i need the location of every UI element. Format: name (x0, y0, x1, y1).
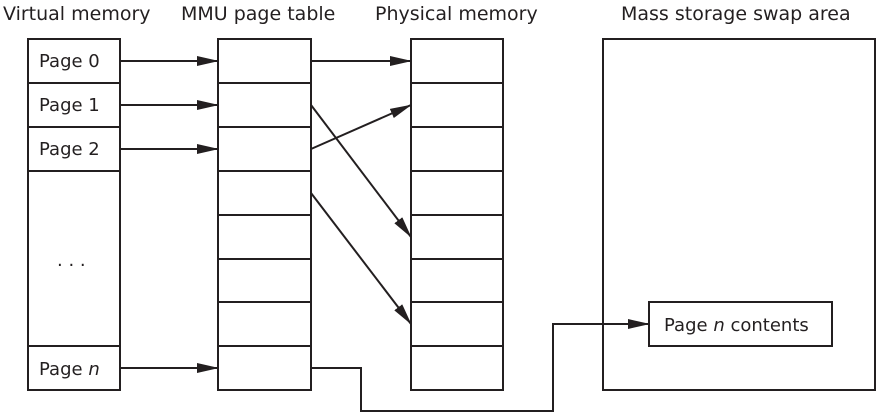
virtual-memory-outline (27, 38, 121, 391)
arrow-table1-to-frame4 (310, 104, 412, 238)
swap-contents-prefix: Page (664, 315, 713, 336)
arrow-tablen-to-swap (311, 319, 650, 412)
swap-contents-suffix: contents (725, 315, 809, 336)
page-table-heading: MMU page table (181, 3, 335, 25)
virtual-memory-heading: Virtual memory (3, 3, 151, 25)
virtual-page-2-label: Page 2 (39, 139, 100, 160)
virtual-page-1-label: Page 1 (39, 95, 100, 116)
swap-contents-variable: n (713, 315, 724, 336)
arrow-table2-to-frame1 (310, 104, 412, 150)
virtual-page-0-label: Page 0 (39, 51, 100, 72)
arrow-table3-to-frame6 (310, 192, 412, 325)
virtual-page-n-label: Page n (39, 359, 100, 380)
swap-area: Page n contents (602, 38, 876, 391)
physical-memory-column (410, 38, 504, 391)
swap-area-heading: Mass storage swap area (621, 3, 851, 25)
physical-memory-heading: Physical memory (375, 3, 538, 25)
virtual-pages-ellipsis: . . . (57, 250, 86, 271)
page-n-variable: n (88, 359, 99, 380)
swap-page-n-box (648, 301, 833, 347)
virtual-memory-column: Page 0 Page 1 Page 2 . . . Page n (27, 38, 121, 391)
page-n-prefix: Page (39, 359, 88, 380)
page-table-column (217, 38, 312, 391)
swap-page-n-label: Page n contents (664, 315, 809, 336)
